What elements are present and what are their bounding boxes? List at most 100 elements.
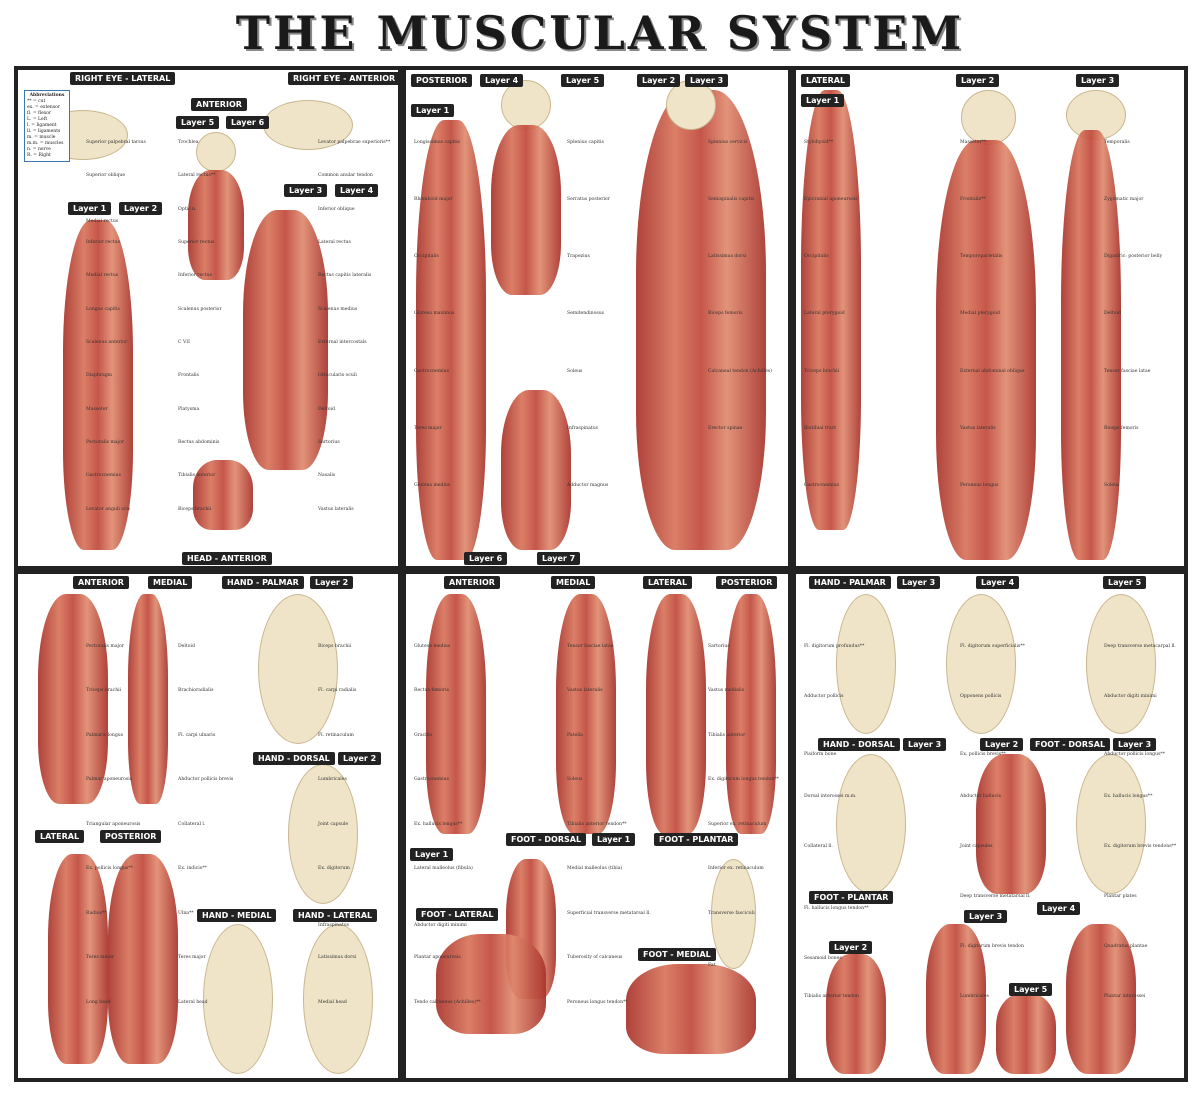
section-label: POSTERIOR	[411, 74, 473, 87]
bone-structure-illustration	[288, 764, 358, 904]
anatomy-label: Lateral rectus**	[178, 173, 216, 179]
muscle-illustration	[63, 220, 133, 550]
anatomy-label: Brachioradialis	[178, 688, 214, 694]
anatomy-label: Levator anguli oris	[86, 506, 131, 512]
anatomy-label: Inferior ex. retinaculum	[708, 866, 764, 872]
bone-structure-illustration	[263, 100, 353, 150]
anatomy-label: Transverse fasciculi	[708, 910, 755, 916]
anatomy-label: Sartorius	[318, 440, 340, 445]
anatomy-label: Tensor fasciae latae	[1104, 368, 1151, 374]
anatomy-label: Sartorius	[708, 644, 730, 649]
anatomy-label: Fl. carpi radialis	[318, 688, 357, 694]
anatomy-label: Gluteus medius	[414, 482, 451, 488]
muscle-illustration	[936, 140, 1036, 560]
muscle-illustration	[646, 594, 706, 834]
abbreviation-item: ex. = extensor	[27, 105, 61, 110]
anatomy-label: Trapezius	[567, 254, 590, 260]
anatomy-label: Gastrocnemius	[804, 482, 839, 488]
section-label: FOOT - MEDIAL	[638, 948, 716, 961]
muscle-illustration	[243, 210, 328, 470]
anatomy-label: Joint capsule	[318, 821, 349, 827]
abbreviation-item: l. = ligament	[27, 123, 57, 128]
section-label: Layer 2	[310, 576, 354, 589]
anatomy-label: Lumbricales	[318, 777, 347, 783]
bone-structure-illustration	[946, 594, 1016, 734]
anatomy-label: Patella	[567, 732, 583, 738]
section-label: Layer 2	[980, 738, 1024, 751]
anatomy-label: Tibialis anterior tendon	[804, 994, 859, 999]
anatomy-label: Medial rectus	[86, 273, 119, 279]
bone-structure-illustration	[836, 754, 906, 894]
anatomy-label: Triceps brachii	[86, 688, 122, 694]
bone-structure-illustration	[1086, 594, 1156, 734]
anatomy-label: Common anular tendon	[318, 173, 373, 179]
section-label: ANTERIOR	[191, 98, 247, 111]
anatomy-label: Ex. pollicis longus**	[86, 866, 133, 872]
muscle-illustration	[108, 854, 178, 1064]
abbreviation-item: ** = cut	[27, 99, 46, 104]
muscle-illustration	[48, 854, 108, 1064]
muscle-illustration	[1066, 924, 1136, 1074]
anatomy-label: Rectus capitis lateralis	[318, 273, 372, 279]
anatomy-label: Frontalis	[178, 373, 199, 379]
anatomy-label: Joint capsules	[960, 844, 993, 849]
anatomy-label: Sesamoid bones	[804, 956, 842, 961]
anatomy-label: Plantar aponeurosis	[414, 955, 461, 961]
section-label: LATERAL	[35, 830, 85, 843]
abbreviation-item: ll. = ligaments	[27, 129, 61, 134]
anatomy-label: Epicranial aponeurosis	[804, 197, 858, 203]
section-label: ANTERIOR	[444, 576, 500, 589]
anatomy-label: Biceps brachii	[178, 506, 212, 512]
anatomy-label: Fl. digitorum superficialis**	[960, 644, 1025, 649]
anatomy-label: Gluteus maximus	[414, 311, 455, 317]
anatomy-label: Radius**	[86, 910, 107, 916]
anatomy-label: Occipitalis	[414, 254, 439, 260]
section-label: Layer 1	[801, 94, 845, 107]
anatomy-label: Stylohyoid**	[804, 140, 834, 145]
anatomy-label: Pisiform bone	[804, 752, 837, 757]
anatomy-label: Inferior oblique	[318, 206, 355, 212]
anatomy-label: Opponens pollicis	[960, 694, 1002, 699]
anatomy-label: Semispinalis capitis	[708, 197, 755, 203]
muscle-illustration	[436, 934, 546, 1034]
section-label: Layer 3	[685, 74, 729, 87]
anatomy-label: Abductor digiti minimi	[414, 923, 467, 928]
anatomy-label: Temporoparietalis	[960, 254, 1003, 260]
section-label: Layer 6	[226, 116, 270, 129]
muscle-illustration	[501, 390, 571, 550]
anatomy-label: Calcaneal tendon (Achilles)	[708, 368, 772, 374]
anatomy-label: Vastus lateralis	[318, 506, 354, 512]
anatomy-label: Fat	[708, 963, 716, 968]
section-label: Layer 1	[592, 833, 636, 846]
section-label: RIGHT EYE - ANTERIOR	[288, 72, 398, 85]
anatomy-label: Abductor pollicis brevis	[178, 777, 234, 783]
anatomy-label: Latissimus dorsi	[708, 254, 747, 260]
section-label: Layer 2	[829, 941, 873, 954]
section-label: HAND - DORSAL	[818, 738, 900, 751]
anatomy-label: Lateral head	[178, 999, 208, 1005]
anatomy-label: External intercostals	[318, 340, 367, 345]
section-label: FOOT - PLANTAR	[809, 891, 894, 904]
section-label: Layer 3	[903, 738, 947, 751]
anatomy-label: Soleus	[1104, 482, 1120, 488]
anatomy-label: Ex. hallucis longus**	[414, 821, 463, 827]
anatomy-label: Ex. hallucis longus**	[1104, 794, 1153, 799]
anatomy-label: Longissimus capitis	[414, 140, 460, 145]
anatomy-label: Occipitalis	[804, 254, 829, 260]
anatomy-label: Inferior rectus	[178, 273, 212, 279]
bone-structure-illustration	[196, 132, 236, 172]
anatomy-label: Gracilis	[414, 732, 432, 738]
section-label: Layer 2	[956, 74, 1000, 87]
muscle-illustration	[1061, 130, 1121, 560]
muscle-illustration	[38, 594, 108, 804]
anatomy-label: Fl. digitorum profundus**	[804, 644, 865, 649]
anatomy-label: Trochlea	[178, 140, 199, 145]
anatomy-label: Lateral malleolus (fibula)	[414, 866, 473, 872]
section-label: HAND - PALMAR	[222, 576, 304, 589]
anatomy-label: Gastrocnemius	[414, 368, 449, 374]
anatomy-label: Plantar plates	[1104, 894, 1137, 899]
anatomy-label: Abductor hallucis	[960, 794, 1001, 799]
